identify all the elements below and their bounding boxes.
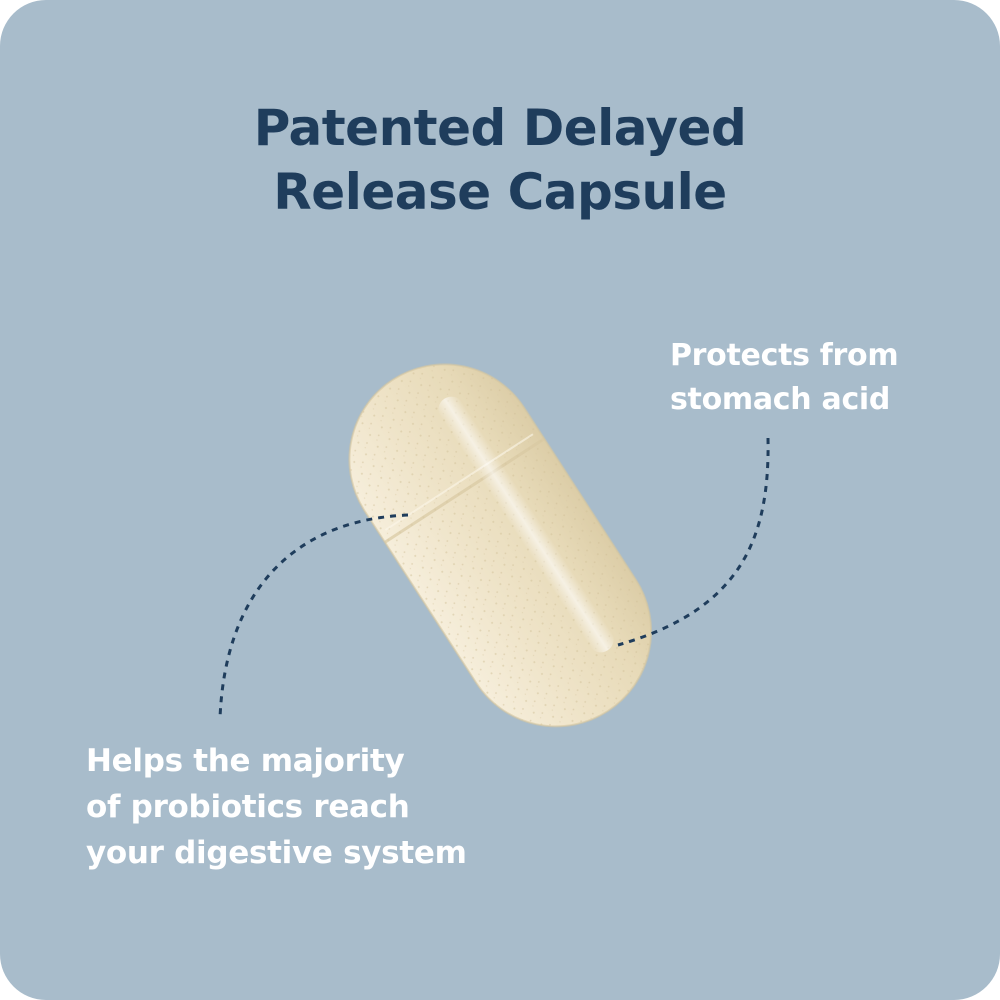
capsule-highlight — [438, 396, 614, 653]
title-line-2: Release Capsule — [273, 163, 727, 221]
capsule-band — [384, 433, 534, 531]
callout-protects: Protects from stomach acid — [670, 334, 899, 422]
callout-left-line-3: your digestive system — [86, 835, 467, 871]
callout-left-line-1: Helps the majority — [86, 743, 405, 779]
callout-right-line-1: Protects from — [670, 338, 899, 373]
capsule-powder — [349, 364, 652, 727]
capsule-edge-shade — [348, 363, 653, 728]
callout-digestive: Helps the majority of probiotics reach y… — [86, 738, 467, 876]
title-line-1: Patented Delayed — [253, 99, 747, 157]
capsule-seam — [384, 437, 546, 544]
callout-right-line-2: stomach acid — [670, 382, 891, 417]
connector-right — [617, 437, 770, 647]
callout-left-line-2: of probiotics reach — [86, 789, 410, 825]
page-title: Patented Delayed Release Capsule — [0, 96, 1000, 224]
capsule-icon — [348, 363, 653, 728]
